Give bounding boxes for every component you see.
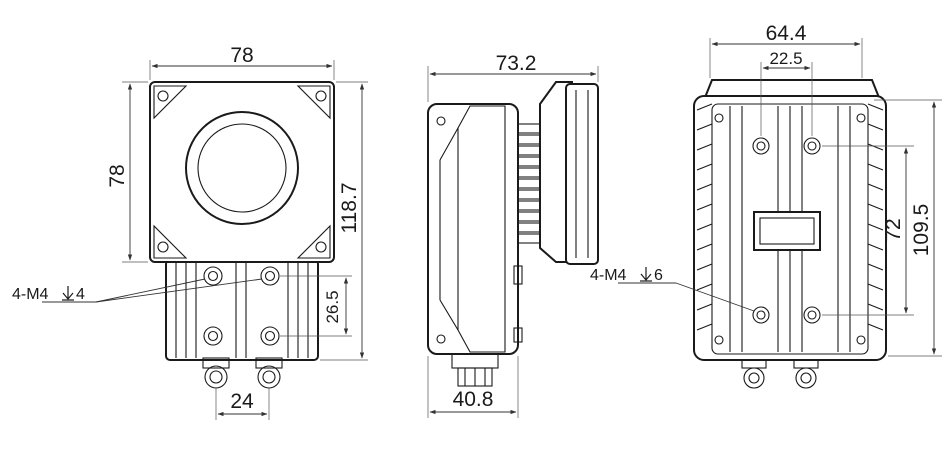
front-mount-screw-tr <box>260 266 280 286</box>
front-view: 78 78 118.7 26.5 24 4-M4 <box>12 44 368 420</box>
back-side-fins <box>696 103 884 331</box>
lens-inner-ring <box>197 123 287 213</box>
depth-symbol-icon <box>640 267 652 282</box>
front-lower-body <box>165 259 319 361</box>
side-screw-bottom <box>436 334 446 344</box>
back-height-dimension: 109.5 <box>910 204 933 257</box>
depth-symbol-icon <box>62 286 74 301</box>
front-thread-callout: 4-M4 4 <box>12 286 85 303</box>
back-thread-leader <box>675 282 755 312</box>
back-thread-depth: 6 <box>654 267 663 284</box>
front-total-height-dimension: 118.7 <box>338 183 361 234</box>
back-width-dimension: 64.4 <box>766 22 807 45</box>
side-connector <box>451 353 499 387</box>
front-thread-leader <box>95 278 206 303</box>
back-hole-spacing-x-dimension: 22.5 <box>769 49 802 68</box>
front-mount-screw-br <box>260 326 280 346</box>
front-connector-spacing-dimension: 24 <box>230 390 254 413</box>
back-view: 64.4 22.5 72 109.5 4-M4 6 <box>590 22 942 389</box>
front-lower-ribs <box>175 262 309 358</box>
side-heatsink-fins <box>513 123 561 244</box>
back-hole-bl <box>752 306 770 324</box>
side-front-plate <box>565 83 599 265</box>
side-screw-top <box>436 116 446 126</box>
back-hole-spacing-y-dimension: 72 <box>882 218 905 241</box>
back-hole-br <box>803 306 821 324</box>
back-thread-callout: 4-M4 6 <box>590 267 663 284</box>
front-corner-brackets <box>153 85 331 259</box>
back-hole-tl <box>752 137 770 155</box>
back-corner-screws <box>714 113 866 345</box>
front-corner-screws <box>157 90 327 253</box>
side-depth-dimension: 73.2 <box>496 52 537 75</box>
front-connector-right <box>255 357 283 389</box>
back-hole-tr <box>803 137 821 155</box>
front-thread-depth: 4 <box>76 286 85 303</box>
front-connector-left <box>202 357 230 389</box>
side-view: 73.2 40.8 <box>427 52 599 418</box>
back-connector-left <box>741 359 767 389</box>
front-mount-screw-tl <box>203 266 223 286</box>
lens-outer-ring <box>185 111 299 225</box>
front-width-dimension: 78 <box>230 44 253 67</box>
back-connector-right <box>793 359 819 389</box>
front-thread-callout-text: 4-M4 <box>12 286 49 303</box>
front-mount-spacing-dimension: 26.5 <box>323 290 342 323</box>
back-thread-callout-text: 4-M4 <box>590 267 627 284</box>
back-inner-plate <box>711 103 869 355</box>
front-height-dimension: 78 <box>106 164 129 187</box>
front-mount-screw-bl <box>203 326 223 346</box>
side-body-depth-dimension: 40.8 <box>453 388 494 411</box>
